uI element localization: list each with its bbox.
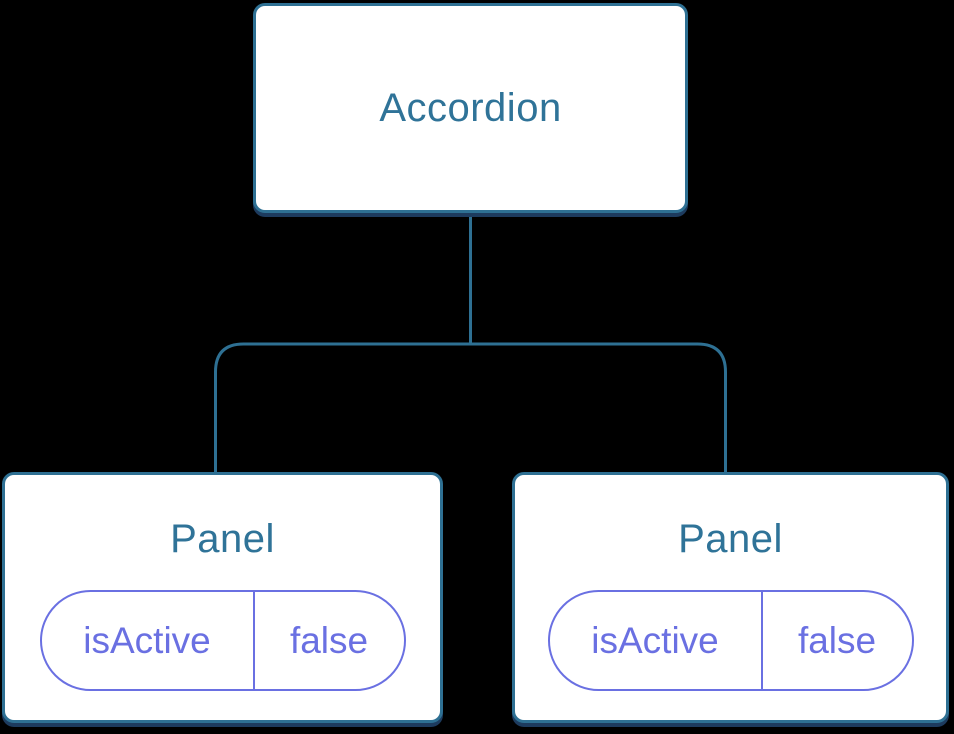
node-accordion: Accordion xyxy=(253,3,688,213)
state-key: isActive xyxy=(550,592,763,689)
panel-right-label: Panel xyxy=(678,517,783,561)
panel-right-state-pill: isActive false xyxy=(547,590,914,691)
panel-left-label: Panel xyxy=(170,517,275,561)
state-key: isActive xyxy=(42,592,255,689)
accordion-label: Accordion xyxy=(379,86,562,130)
node-panel-left: Panel isActive false xyxy=(2,472,443,723)
node-panel-right: Panel isActive false xyxy=(512,472,949,723)
state-value: false xyxy=(797,619,877,661)
state-value: false xyxy=(289,619,369,661)
connector-branch xyxy=(214,342,727,474)
panel-left-state-pill: isActive false xyxy=(39,590,406,691)
